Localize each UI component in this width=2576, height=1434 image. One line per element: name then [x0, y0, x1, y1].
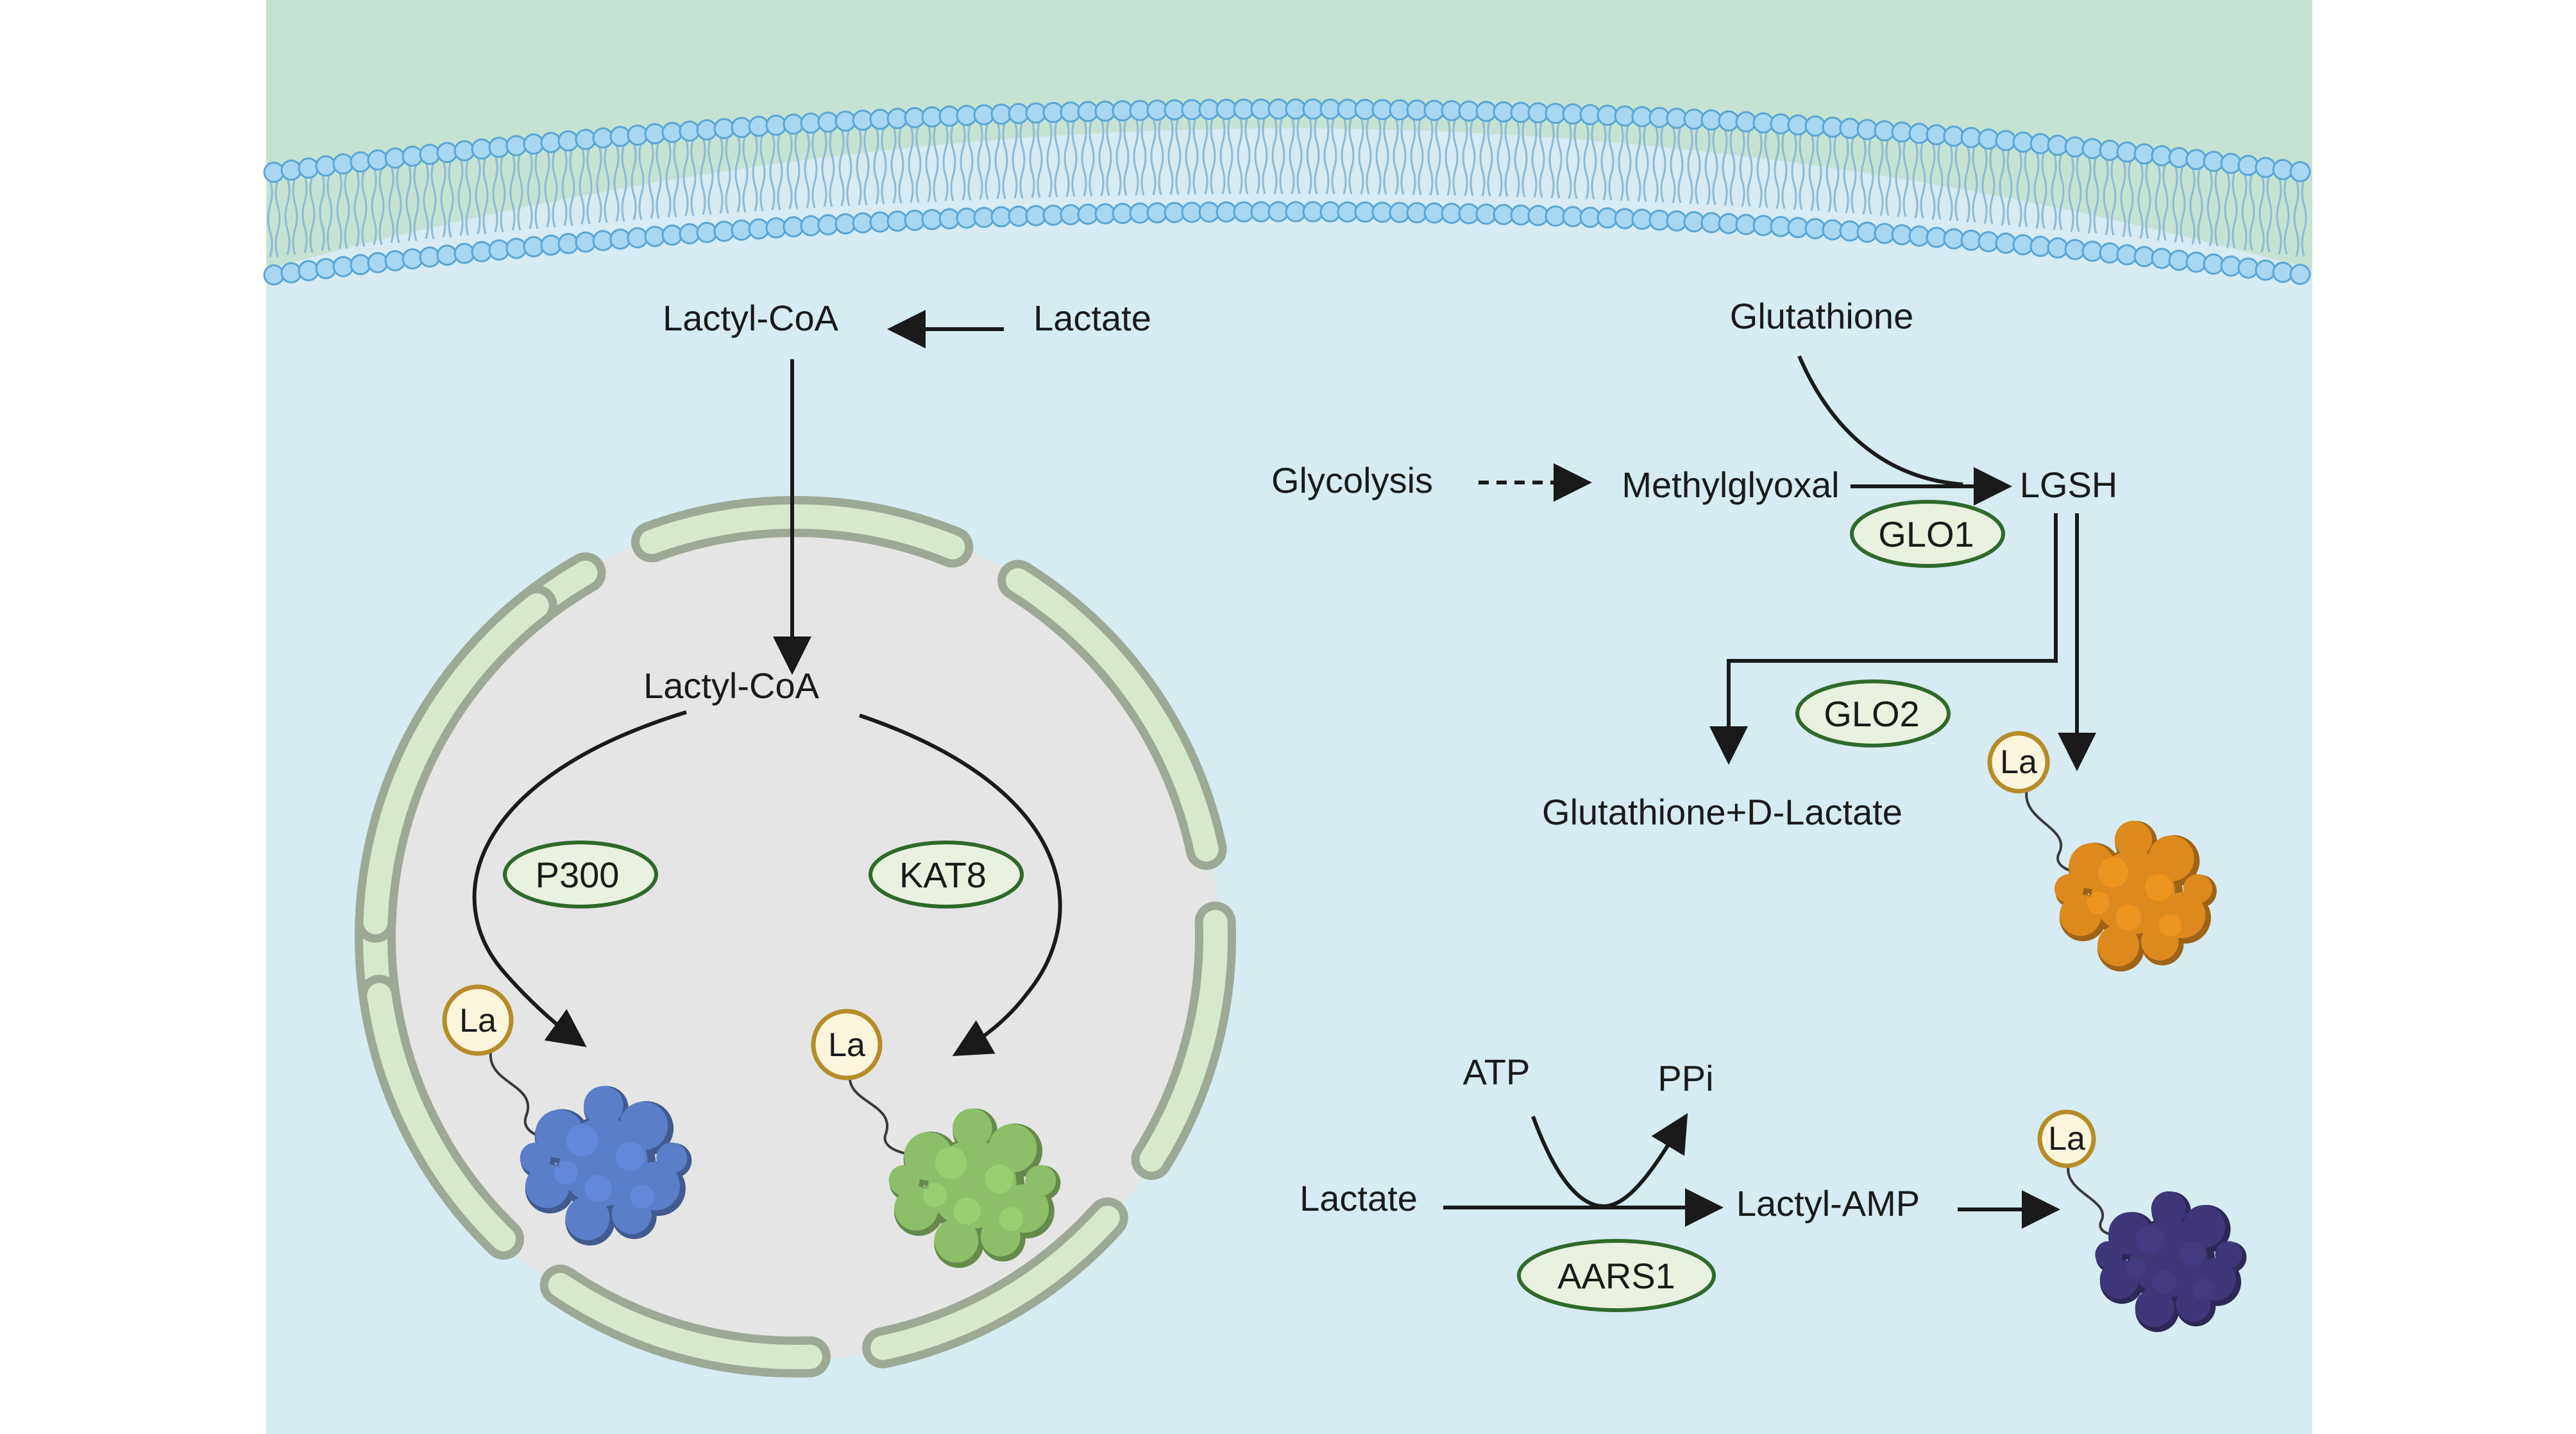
protein-blob [2054, 821, 2217, 972]
protein-green-lactylated: La [811, 1009, 1061, 1268]
atp-label: ATP [1463, 1052, 1530, 1092]
p300-enzyme: P300 [503, 841, 658, 909]
glo2-enzyme: GLO2 [1795, 679, 1951, 747]
lgsh-label: LGSH [2020, 465, 2118, 505]
aars1-label: AARS1 [1557, 1256, 1675, 1296]
ppi-label: PPi [1657, 1058, 1713, 1098]
protein-purple-lactylated: La [2037, 1109, 2247, 1333]
aars1-enzyme: AARS1 [1517, 1239, 1716, 1312]
cell-membrane [263, 98, 2311, 286]
glutathione-to-lgsh-arrow [1797, 355, 1963, 486]
glutathione-dlactate-label: Glutathione+D-Lactate [1542, 792, 1902, 832]
glutathione-label: Glutathione [1730, 296, 1913, 336]
protein-blue-lactylated: La [442, 984, 692, 1246]
protein-blob [2095, 1191, 2247, 1333]
lactyl-coa-nucleus-label: Lactyl-CoA [643, 665, 820, 706]
glo1-enzyme: GLO1 [1850, 500, 2005, 568]
kat8-reaction-arrow [859, 713, 1062, 1056]
lactyl-coa-cytoplasm-label: Lactyl-CoA [663, 298, 839, 338]
kat8-enzyme: KAT8 [869, 841, 1024, 909]
glycolysis-label: Glycolysis [1271, 460, 1433, 500]
la-tag: La [2048, 1120, 2085, 1157]
la-tag: La [828, 1027, 865, 1064]
lactate-top-label: Lactate [1033, 298, 1151, 338]
lactyl-amp-label: Lactyl-AMP [1736, 1183, 1920, 1224]
la-tag: La [459, 1002, 496, 1039]
lgsh-to-dlactate-arrow [1709, 513, 2058, 765]
p300-label: P300 [536, 855, 620, 895]
atp-to-ppi-arrow [1531, 1113, 1688, 1209]
lactate-bottom-label: Lactate [1300, 1178, 1418, 1218]
protein-blob [520, 1086, 692, 1246]
glo1-label: GLO1 [1878, 514, 1974, 554]
methylglyoxal-label: Methylglyoxal [1622, 465, 1839, 505]
kat8-label: KAT8 [899, 855, 987, 895]
glo2-label: GLO2 [1824, 694, 1919, 734]
la-tag: La [2000, 744, 2037, 781]
protein-blob [888, 1108, 1061, 1268]
protein-orange-lactylated: La [1987, 731, 2217, 972]
nuclear-envelope [355, 496, 1236, 1378]
p300-reaction-arrow [472, 710, 687, 1047]
